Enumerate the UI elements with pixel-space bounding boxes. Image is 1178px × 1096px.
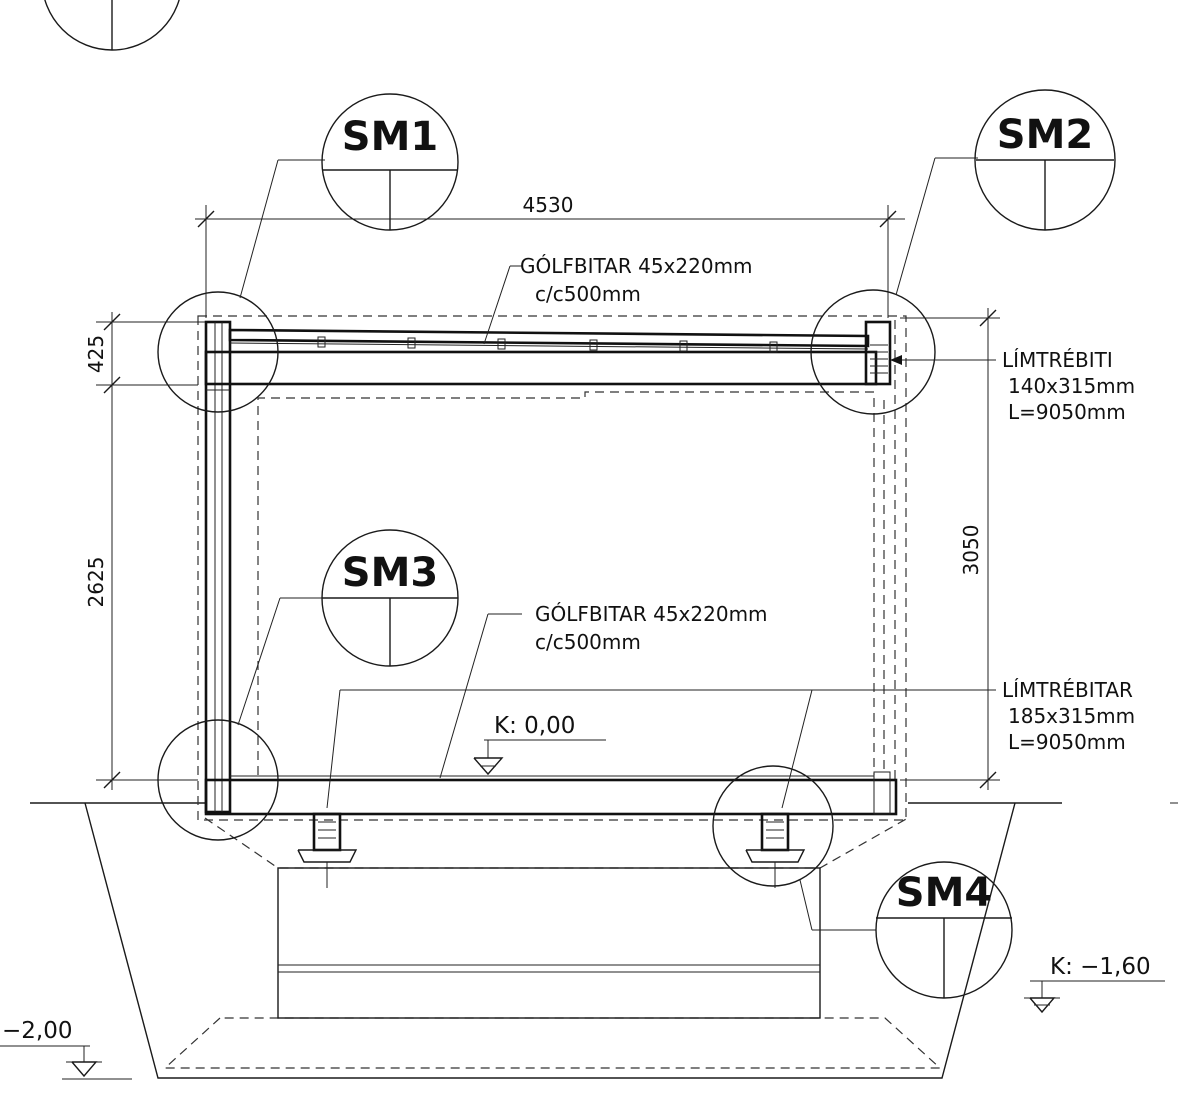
dimension-2625: 2625 [84,557,108,608]
level-excavation-label: −2,00 [2,1018,72,1044]
annotation-glulam-beam-line2: 140x315mm [1008,374,1135,398]
annotation-top-joists: GÓLFBITAR 45x220mm c/c500mm [483,254,753,345]
annotation-bottom-joists-line1: GÓLFBITAR 45x220mm [535,602,768,626]
tag-sm3: SM3 [342,550,438,596]
annotation-top-joists-line1: GÓLFBITAR 45x220mm [520,254,753,278]
annotation-glulam-beams: LÍMTRÉBITAR 185x315mm L=9050mm [326,678,1135,809]
foundation-footing [277,867,821,1019]
detail-circle-sm1: SM1 [157,93,459,413]
support-posts [297,812,806,888]
level-foundation-label: K: −1,60 [1050,954,1151,980]
detail-circle-sm4: SM4 [712,765,1013,999]
annotation-bottom-joists: GÓLFBITAR 45x220mm c/c500mm [439,602,768,779]
annotation-glulam-beams-line1: LÍMTRÉBITAR [1002,678,1133,702]
building-outline-dashed [197,315,907,821]
annotation-glulam-beam: LÍMTRÉBITI 140x315mm L=9050mm [890,348,1135,424]
dimension-4530: 4530 [523,193,574,217]
bottom-floor-joists [204,771,898,816]
annotation-glulam-beams-line3: L=9050mm [1008,730,1126,754]
level-floor: K: 0,00 [473,713,606,776]
dimension-425: 425 [84,335,108,373]
level-excavation: −2,00 [0,1018,132,1080]
annotation-glulam-beam-line3: L=9050mm [1008,400,1126,424]
top-floor-joists [204,328,878,386]
excavation-outline [30,802,1062,1079]
level-foundation: K: −1,60 [1024,954,1165,1014]
tag-sm2: SM2 [997,112,1093,158]
annotation-bottom-joists-line2: c/c500mm [535,630,641,654]
partial-detail-marker [44,0,180,51]
left-wall [204,320,232,814]
glulam-beam-section [864,320,892,386]
detail-circle-sm2: SM2 [810,89,1116,415]
tag-sm4: SM4 [896,870,992,916]
annotation-glulam-beam-line1: LÍMTRÉBITI [1002,348,1113,372]
tag-sm1: SM1 [342,114,438,160]
detail-circle-sm3: SM3 [157,529,459,841]
level-floor-label: K: 0,00 [494,713,575,739]
dimension-3050: 3050 [959,525,983,576]
dimension-top-width: 4530 [195,193,905,318]
annotation-glulam-beams-line2: 185x315mm [1008,704,1135,728]
dimension-left: 425 2625 [84,312,205,790]
joist-blocks [317,336,778,353]
dimension-right: 3050 [900,308,1000,790]
annotation-top-joists-line2: c/c500mm [535,282,641,306]
